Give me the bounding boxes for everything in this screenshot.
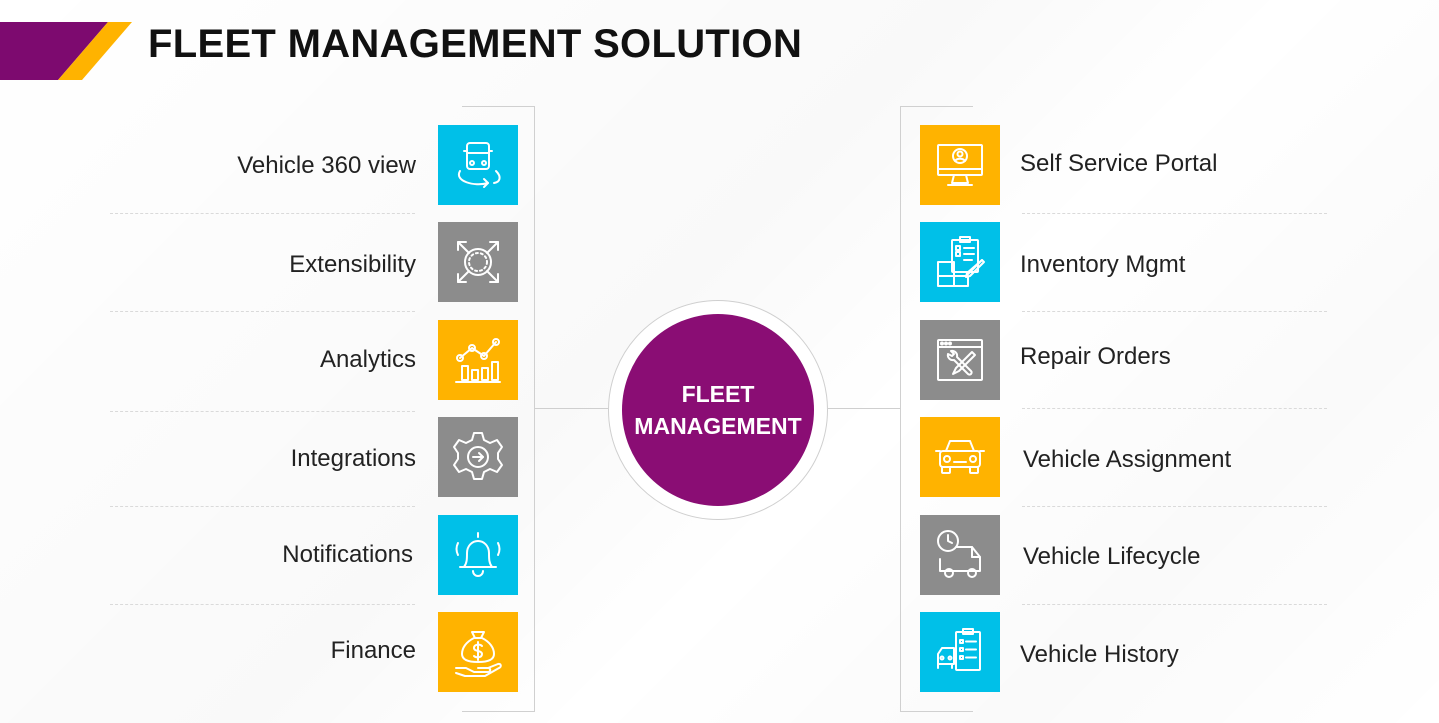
right-item-label-6: Vehicle History (1020, 641, 1179, 668)
center-title-line1: FLEET (681, 381, 755, 407)
car-front-icon[interactable] (920, 417, 1000, 497)
left-item-label-6: Finance (330, 637, 416, 664)
right-item-label-3: Repair Orders (1020, 343, 1171, 370)
analytics-chart-icon[interactable] (438, 320, 518, 400)
left-item-label-2: Extensibility (289, 251, 416, 278)
right-item-label-5: Vehicle Lifecycle (1023, 543, 1201, 570)
monitor-user-icon[interactable] (920, 125, 1000, 205)
truck-clock-icon[interactable] (920, 515, 1000, 595)
center-circle: FLEET MANAGEMENT (622, 314, 814, 506)
right-item-label-1: Self Service Portal (1020, 150, 1218, 177)
vehicle-360-icon[interactable] (438, 125, 518, 205)
left-divider-1 (110, 213, 415, 214)
right-item-label-4: Vehicle Assignment (1023, 446, 1232, 473)
left-bracket (462, 106, 535, 712)
expand-arrows-icon[interactable] (438, 222, 518, 302)
left-divider-3 (110, 411, 415, 412)
center-title-line2: MANAGEMENT (634, 413, 802, 439)
bell-icon[interactable] (438, 515, 518, 595)
inventory-clipboard-icon[interactable] (920, 222, 1000, 302)
right-divider-5 (1022, 604, 1327, 605)
vehicle-checklist-icon[interactable] (920, 612, 1000, 692)
header-accent-shape (0, 22, 132, 80)
right-divider-2 (1022, 311, 1327, 312)
left-item-label-4: Integrations (290, 445, 416, 472)
right-bracket (900, 106, 973, 712)
left-connector-line (535, 408, 608, 409)
left-item-label-3: Analytics (319, 346, 416, 373)
page-title: FLEET MANAGEMENT SOLUTION (148, 22, 803, 66)
left-item-label-1: Vehicle 360 view (237, 152, 416, 179)
right-divider-1 (1022, 213, 1327, 214)
left-divider-2 (110, 311, 415, 312)
right-item-label-2: Inventory Mgmt (1020, 251, 1186, 278)
wrench-screwdriver-icon[interactable] (920, 320, 1000, 400)
right-divider-4 (1022, 506, 1327, 507)
gear-arrow-icon[interactable] (438, 417, 518, 497)
right-divider-3 (1022, 408, 1327, 409)
money-bag-hand-icon[interactable] (438, 612, 518, 692)
right-connector-line (828, 408, 900, 409)
left-divider-5 (110, 604, 415, 605)
left-divider-4 (110, 506, 415, 507)
left-item-label-5: Notifications (282, 541, 413, 568)
